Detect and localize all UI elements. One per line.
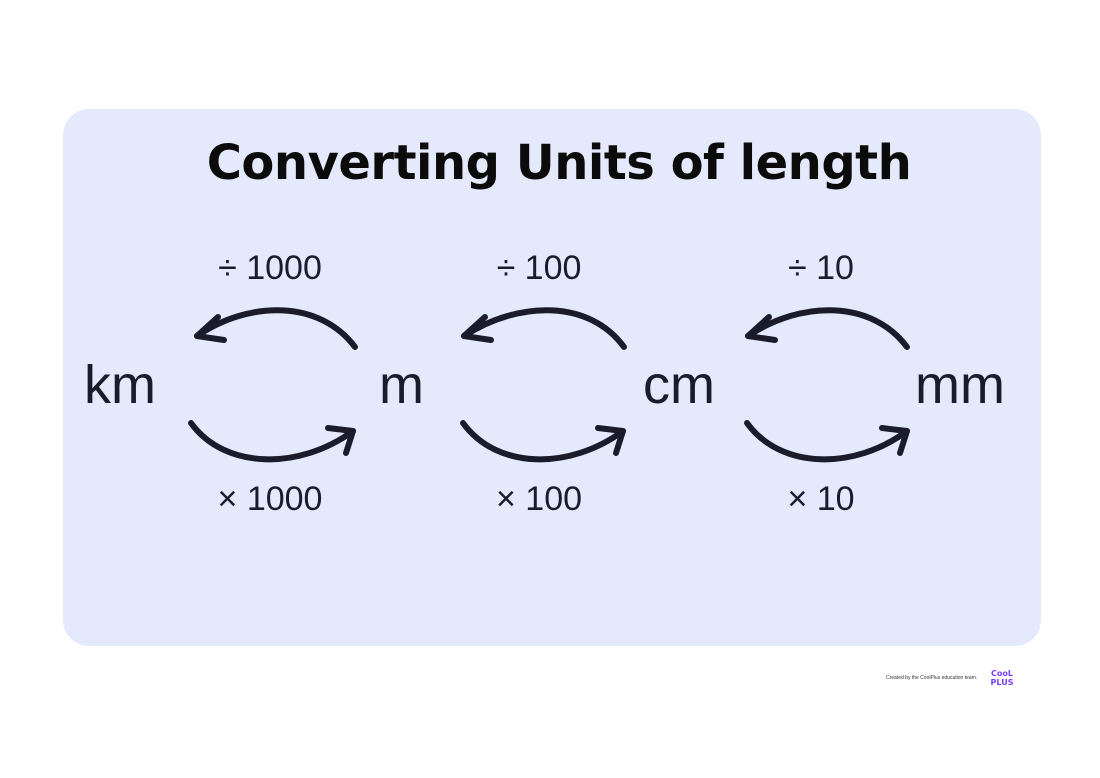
multiply-label-cm-mm: × 10 [787,480,855,518]
multiply-arrow-m-cm [460,420,626,463]
divide-label-km-m: ÷ 1000 [218,249,322,287]
unit-mm: mm [915,355,1005,415]
divide-arrow-cm-mm [745,307,910,350]
divide-arrow-m-cm [461,307,627,350]
coolplus-logo-icon: CooL PLUS [991,669,1014,687]
multiply-arrow-cm-mm [744,420,910,463]
page-title: Converting Units of length [206,135,912,191]
logo-text-top: CooL [991,669,1013,678]
divide-arrow-km-m [194,307,358,350]
multiply-arrow-km-m [188,420,356,463]
logo-text-bottom: PLUS [991,678,1014,687]
unit-cm: cm [643,355,715,415]
divide-label-cm-mm: ÷ 10 [788,249,854,287]
multiply-label-km-m: × 1000 [217,480,323,518]
unit-km: km [84,355,156,415]
diagram-card [63,109,1041,646]
divide-label-m-cm: ÷ 100 [496,249,582,287]
multiply-label-m-cm: × 100 [495,480,583,518]
unit-m: m [379,355,424,415]
footer-credit: Created by the CoolPlus education team. [886,675,978,681]
